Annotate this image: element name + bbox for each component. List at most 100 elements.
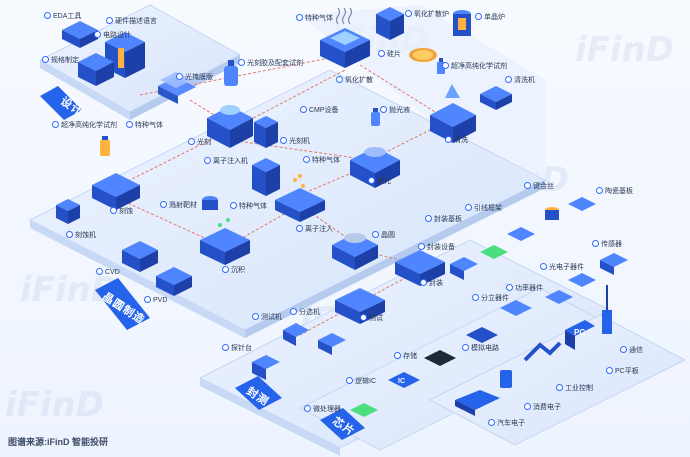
- label-circuit-design: 电路设计: [94, 31, 131, 40]
- label-sensor: 传感器: [592, 240, 622, 249]
- pc-icon-text: PC: [574, 328, 586, 337]
- ion-implanter-icon: [252, 158, 280, 196]
- label-test: 测试: [360, 314, 383, 323]
- label-ion-implant: 离子注入: [296, 225, 333, 234]
- label-mask: 光掩膜版: [176, 73, 213, 82]
- cleaning-machine-icon: [480, 86, 512, 110]
- label-cleaning-machine: 清洗机: [505, 76, 535, 85]
- label-logic-ic: 逻辑IC: [346, 377, 376, 386]
- label-ultrapure-left: 超净高纯化学试剂: [52, 121, 117, 130]
- single-crystal-furnace-icon: [453, 10, 471, 36]
- pvd-icon: [156, 267, 192, 296]
- label-polish-liquid: 抛光液: [380, 106, 410, 115]
- deposition-icon: [200, 218, 250, 265]
- sorter-icon: [318, 333, 346, 355]
- label-bonding-wire: 键合丝: [524, 182, 554, 191]
- label-spec: 规格制定: [42, 56, 79, 65]
- label-cleaning: 清洗: [445, 136, 468, 145]
- label-ion-implanter: 离子注入机: [204, 157, 248, 166]
- label-special-gas-left: 特种气体: [126, 121, 163, 130]
- label-prober: 探针台: [222, 344, 252, 353]
- label-hdl: 硬件描述语言: [106, 17, 157, 26]
- label-wafer-furnace: 单晶炉: [475, 13, 505, 22]
- label-special-gas-top: 特种气体: [296, 14, 333, 23]
- label-memory: 存储: [394, 352, 417, 361]
- label-package: 封装: [420, 279, 443, 288]
- cvd-icon: [122, 241, 158, 272]
- tester-icon: [283, 323, 309, 346]
- lithography-icon: [207, 105, 253, 148]
- eda-tool-icon: [62, 21, 98, 48]
- label-communication: 通信: [620, 346, 643, 355]
- label-oxidation-furnace: 氧化扩散炉: [405, 10, 449, 19]
- sensor-icon: [600, 253, 628, 275]
- memory-icon: [424, 350, 456, 366]
- litho-machine-icon: [254, 116, 278, 148]
- label-etching: 刻蚀: [110, 207, 133, 216]
- label-special-gas-low: 特种气体: [230, 202, 267, 211]
- watermark: iFinD: [575, 30, 674, 70]
- sputter-target-icon: [202, 196, 218, 210]
- label-analog-ic: 模拟电路: [462, 344, 499, 353]
- label-oxid-diffusion: 氧化扩散: [336, 76, 373, 85]
- label-etcher: 刻蚀机: [66, 231, 96, 240]
- label-pc-tablet: PC平板: [606, 367, 639, 376]
- cmp-device-icon: [371, 108, 380, 126]
- label-sorter: 分选机: [290, 308, 320, 317]
- label-sputter-target: 溅射靶材: [160, 201, 197, 210]
- label-eda: EDA工具: [44, 12, 81, 21]
- optoelectronic-icon: [568, 273, 596, 287]
- label-consumer: 消费电子: [524, 403, 561, 412]
- label-pvd: PVD: [144, 296, 167, 305]
- bonding-wire-icon: [545, 207, 559, 220]
- label-microprocessor: 微处理器: [304, 405, 341, 414]
- label-lithography: 光刻: [188, 138, 211, 147]
- silicon-wafer-icon: [409, 48, 437, 62]
- label-polishing: 抛光: [368, 177, 391, 186]
- analog-ic-icon: [466, 327, 498, 343]
- discrete-icon: [500, 300, 532, 316]
- label-package-equip: 封装设备: [418, 243, 455, 252]
- label-package-substrate: 封装基板: [425, 215, 462, 224]
- microprocessor-icon: [350, 403, 378, 417]
- etcher-icon: [56, 199, 80, 224]
- label-cmp-device: CMP设备: [300, 106, 339, 115]
- label-optoelectronic: 光电子器件: [540, 263, 584, 272]
- chemical-left-icon: [100, 136, 110, 156]
- ic-icon-text: IC: [398, 378, 405, 385]
- packaging-platform: [198, 239, 612, 456]
- auto-icon: [455, 390, 500, 416]
- label-discrete: 分立器件: [472, 294, 509, 303]
- label-ceramic-substrate: 陶瓷基板: [596, 187, 633, 196]
- label-litho-machine: 光刻机: [280, 137, 310, 146]
- label-auto: 汽车电子: [488, 419, 525, 428]
- label-tester: 测试机: [252, 313, 282, 322]
- spec-icon: [78, 53, 114, 86]
- pc-icon: [565, 320, 595, 350]
- label-cvd: CVD: [96, 268, 120, 277]
- label-industrial-control: 工业控制: [556, 384, 593, 393]
- ion-implant-icon: [275, 174, 325, 222]
- label-photoresist: 光刻胶及配套试剂: [238, 59, 303, 68]
- package-equip-icon: [450, 257, 478, 280]
- label-ultrapure-top: 超净高纯化学试剂: [442, 62, 507, 71]
- label-lead-frame: 引线框架: [465, 204, 502, 213]
- communication-icon: [602, 285, 612, 334]
- mask-icon: [158, 72, 196, 104]
- logic-ic-icon: [388, 372, 420, 388]
- label-wafer-si: 硅片: [378, 50, 401, 59]
- polishing-icon: [350, 147, 400, 188]
- label-wafer-out: 晶圆: [372, 231, 395, 240]
- label-deposition: 沉积: [222, 266, 245, 275]
- oxid-diffusion-icon: [320, 28, 370, 68]
- etching-icon: [92, 173, 140, 210]
- prober-icon: [252, 355, 280, 380]
- label-special-gas-mid: 特种气体: [303, 156, 340, 165]
- label-power-device: 功率器件: [506, 284, 543, 293]
- lead-frame-icon: [507, 227, 535, 241]
- wafer-output-icon: [332, 233, 378, 270]
- package-substrate-icon: [480, 245, 508, 259]
- special-gas-top-icon: [335, 7, 353, 25]
